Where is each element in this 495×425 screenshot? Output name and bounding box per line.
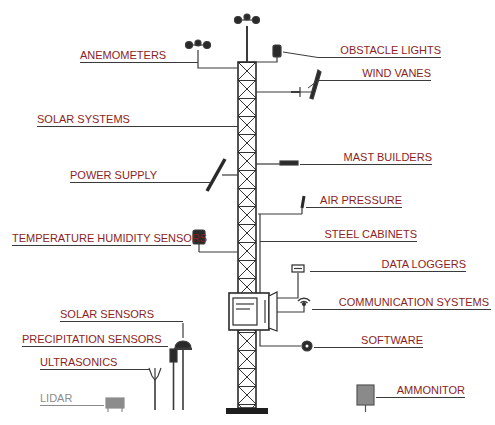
part-label: AIR PRESSURE <box>320 194 402 206</box>
cable <box>259 214 260 293</box>
top-pole <box>246 26 248 62</box>
part-label: MAST BUILDERS <box>344 151 432 163</box>
steel-cabinet <box>229 292 277 331</box>
obstacle-light <box>256 45 281 62</box>
part-label: SOLAR SYSTEMS <box>37 113 130 125</box>
part-label: ANEMOMETERS <box>80 49 166 61</box>
part-label: WIND VANES <box>362 67 431 79</box>
part-label: AMMONITOR <box>397 384 465 396</box>
part-label: POWER SUPPLY <box>70 169 157 181</box>
part-label: PRECIPITATION SENSORS <box>22 333 162 345</box>
software-disc <box>260 330 312 351</box>
top-anemometer <box>235 14 260 24</box>
lidar-unit <box>106 398 124 412</box>
ammonitor-unit <box>357 385 374 412</box>
part-label: STEEL CABINETS <box>324 228 417 240</box>
precipitation-sensor <box>170 349 177 410</box>
air-pressure-sensor <box>258 196 304 214</box>
part-label: DATA LOGGERS <box>381 258 466 270</box>
mast-bracket <box>256 161 298 165</box>
tower-base <box>226 408 268 414</box>
leader-lines <box>12 52 491 406</box>
part-label: LIDAR <box>40 392 72 404</box>
part-label: OBSTACLE LIGHTS <box>340 44 441 56</box>
part-label: TEMPERATURE HUMIDITY SENSORS <box>12 232 207 244</box>
data-logger <box>277 265 304 298</box>
ultrasonic-sensor <box>149 368 161 410</box>
wifi-antenna <box>277 298 310 312</box>
part-label: COMMUNICATION SYSTEMS <box>339 296 489 308</box>
part-label: SOLAR SENSORS <box>60 308 154 320</box>
wind-vane <box>256 70 321 99</box>
side-anemometer <box>186 40 239 68</box>
part-label: SOFTWARE <box>361 334 423 346</box>
lattice-tower <box>238 62 256 408</box>
solar-panel <box>207 159 238 191</box>
solar-sensor <box>174 323 192 410</box>
part-label: ULTRASONICS <box>40 356 117 368</box>
